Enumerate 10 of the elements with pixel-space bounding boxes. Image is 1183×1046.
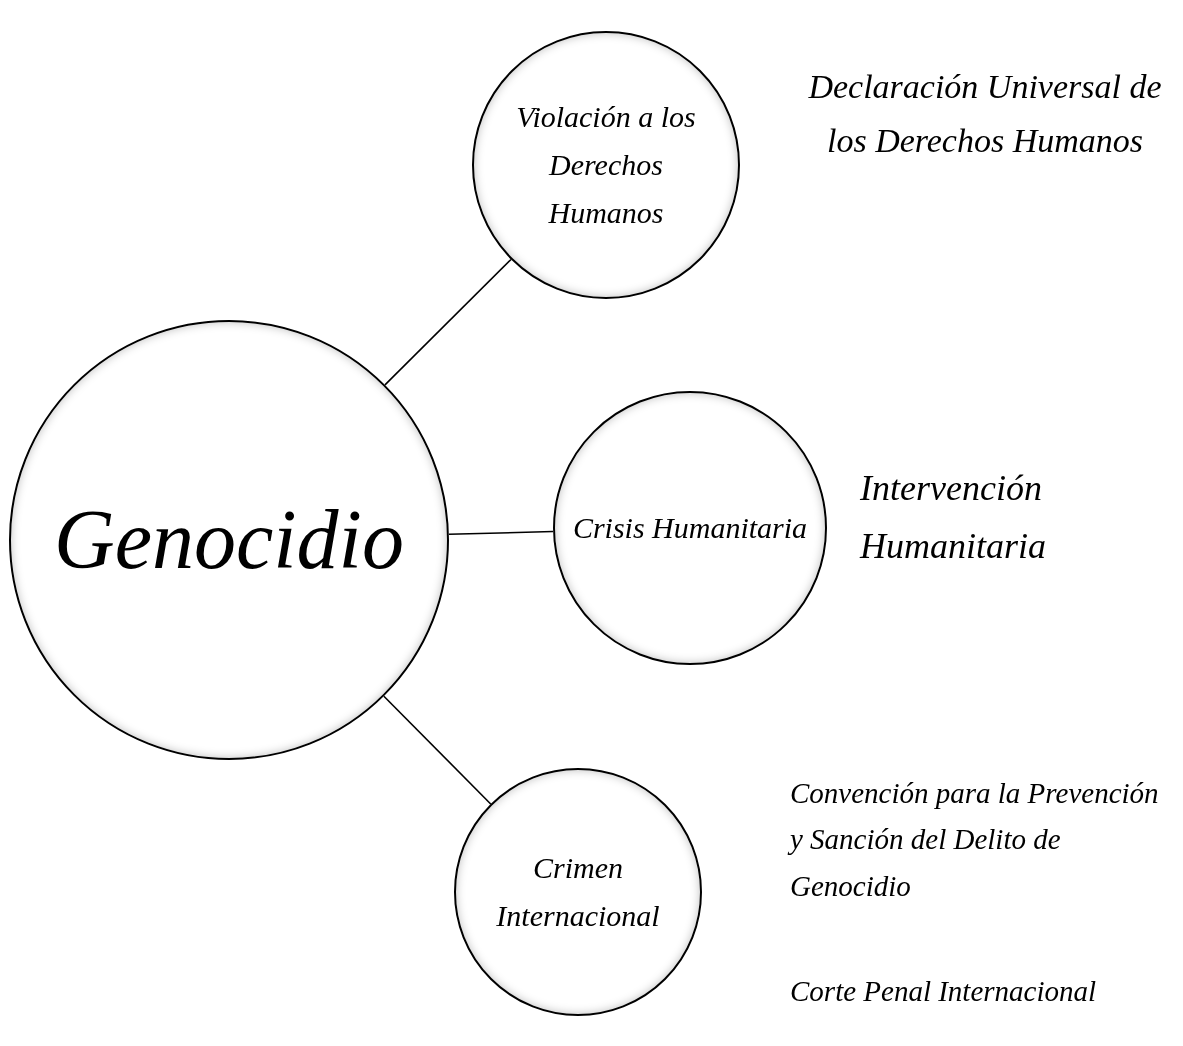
connector-line (384, 258, 512, 386)
circle-text: Genocidio (54, 491, 404, 588)
related-text: Corte Penal Internacional (790, 974, 1098, 1009)
circle-text: Crimen Internacional (495, 850, 661, 934)
circle-text: Violación a los Derechos Humanos (515, 99, 697, 231)
connector-line (383, 695, 492, 805)
related-text: Intervención Humanitaria (860, 467, 1047, 568)
related-text: Declaración Universal de los Derechos Humanos (807, 67, 1163, 162)
connector-line (448, 530, 554, 536)
circle-text: Crisis Humanitaria (572, 510, 808, 546)
